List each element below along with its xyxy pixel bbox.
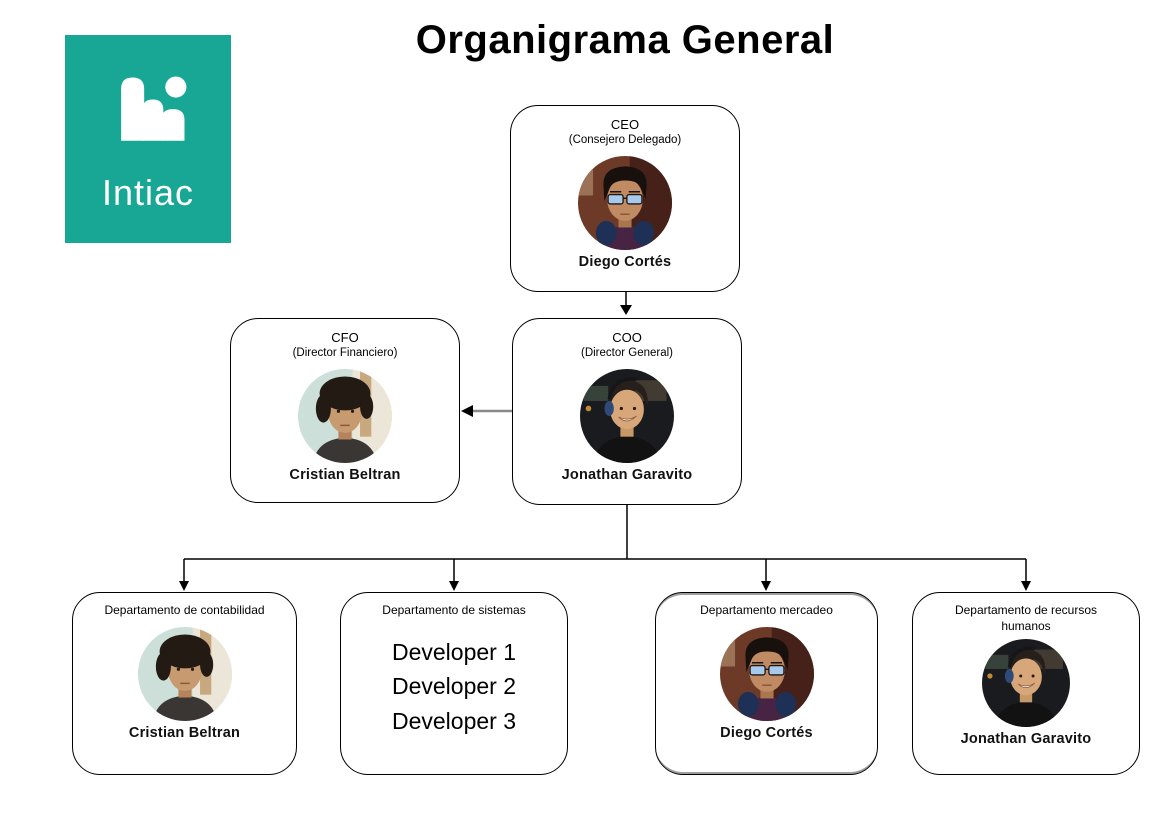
department-title: Departamento de sistemas <box>382 603 526 617</box>
role-title: CFO <box>331 330 359 345</box>
connector-coo-cfo <box>461 405 512 417</box>
page-title: Organigrama General <box>415 18 835 62</box>
role-subtitle: (Director General) <box>580 347 674 360</box>
department-title: Departamento de recursos humanos <box>954 603 1098 633</box>
person-name: Diego Cortés <box>578 253 672 270</box>
connector-coo-departments <box>179 505 1031 591</box>
node-departamento-sistemas[interactable]: Departamento de sistemas Developer 1 Dev… <box>340 592 568 775</box>
person-name: Diego Cortés <box>720 724 813 741</box>
role-subtitle: (Director Financiero) <box>292 347 398 360</box>
node-departamento-recursos-humanos[interactable]: Departamento de recursos humanos Jonatha… <box>912 592 1140 775</box>
department-title: Departamento de contabilidad <box>104 603 265 617</box>
node-ceo[interactable]: CEO (Consejero Delegado) Diego Cortés <box>510 105 740 292</box>
company-logo[interactable]: Intiac <box>65 35 231 243</box>
person-name: Cristian Beltran <box>128 724 241 741</box>
person-name: Jonathan Garavito <box>960 731 1092 748</box>
role-title: COO <box>612 330 642 345</box>
cristian-beltran-photo <box>138 627 232 721</box>
node-coo[interactable]: COO (Director General) Jonathan Garavito <box>512 318 742 505</box>
role-title: CEO <box>610 117 640 132</box>
role-subtitle: (Consejero Delegado) <box>568 134 682 147</box>
jonathan-garavito-photo <box>982 639 1070 727</box>
department-title: Departamento mercadeo <box>700 603 833 617</box>
connector-ceo-coo <box>620 292 632 315</box>
node-departamento-contabilidad[interactable]: Departamento de contabilidad Cristian Be… <box>72 592 297 775</box>
developer-item: Developer 2 <box>391 673 517 700</box>
jonathan-garavito-photo <box>580 369 674 463</box>
logo-text: Intiac <box>101 172 195 213</box>
bar-chart-people-icon <box>121 76 187 141</box>
diego-cortes-photo <box>578 156 672 250</box>
person-name: Jonathan Garavito <box>561 466 693 483</box>
developer-list: Developer 1 Developer 2 Developer 3 <box>341 635 567 739</box>
developer-item: Developer 3 <box>391 707 517 734</box>
developer-item: Developer 1 <box>391 638 517 665</box>
diego-cortes-photo <box>720 627 814 721</box>
person-name: Cristian Beltran <box>289 466 401 483</box>
node-departamento-mercadeo[interactable]: Departamento mercadeo Diego Cortés <box>655 592 878 775</box>
cristian-beltran-photo <box>298 369 392 463</box>
node-cfo[interactable]: CFO (Director Financiero) Cristian Beltr… <box>230 318 460 503</box>
